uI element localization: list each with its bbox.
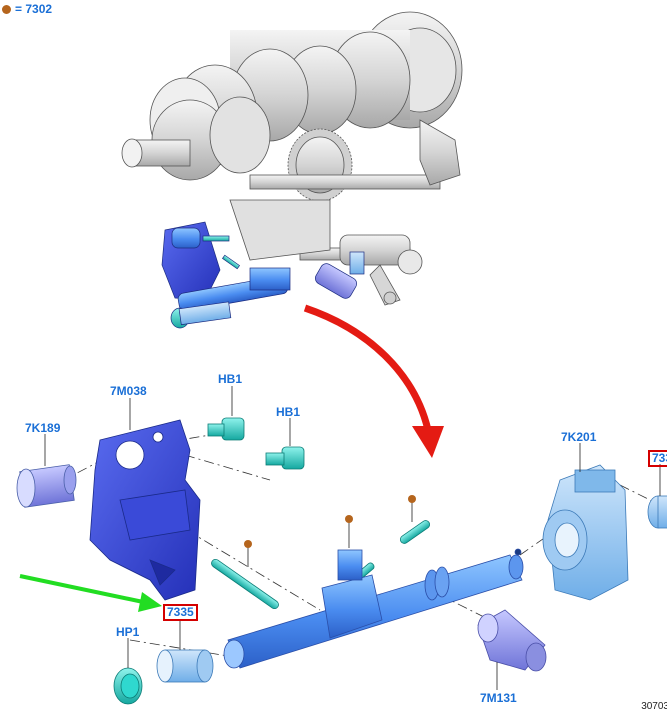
marker-dot-icon [2,4,11,14]
label-7K189: 7K189 [25,421,61,435]
leader-lines [44,386,661,690]
main-shift-shaft [223,548,524,669]
part-7K201-housing [542,464,629,601]
label-7335-left: 7335 [163,604,198,621]
part-7K189-sleeve [16,464,77,508]
part-7M038-bracket [89,419,201,601]
label-7M038: 7M038 [110,384,147,398]
pin-right [399,520,431,544]
part-HB1-bolt-b [265,446,305,470]
part-HP1-plug [113,667,143,705]
green-pointer-arrow [19,574,162,612]
legend: = 7302 [2,2,52,16]
part-7M131-coupler [477,609,547,672]
label-7335-right: 733 [648,450,667,467]
part-7335-left-cup [156,649,214,683]
part-HB1-bolt-a [207,417,245,441]
label-7M131: 7M131 [480,691,517,705]
label-HP1: HP1 [116,625,140,639]
part-7335-right-cup [647,495,667,529]
transmission-assembly [121,11,463,306]
pin-left [211,558,279,610]
legend-text: = 7302 [15,2,53,16]
label-HB1-b: HB1 [276,405,301,419]
label-HB1-a: HB1 [218,372,243,386]
figure-id: 30703 [641,701,667,712]
label-7K201: 7K201 [561,430,597,444]
installed-shift-parts [161,221,365,329]
marker-7302-group [244,495,416,567]
red-direction-arrow [303,304,444,458]
